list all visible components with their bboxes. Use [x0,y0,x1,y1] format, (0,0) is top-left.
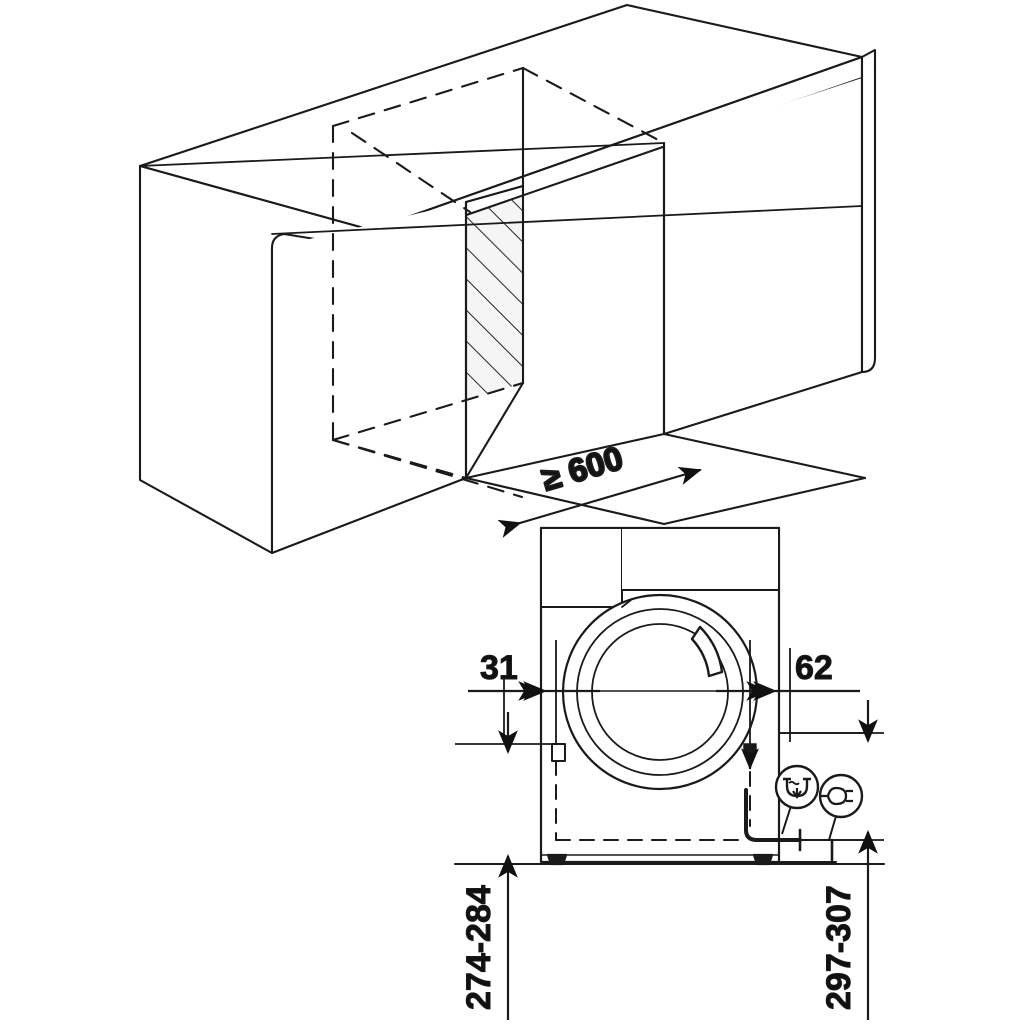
cabinet-right-side [860,64,877,374]
vertical-dimensions: 274-284 297-307 [455,700,884,1020]
hidden-edges-group [331,66,666,499]
hose-routing-dashed [555,760,751,841]
isometric-cabinet-view: ≥ 600 [138,3,877,555]
hatch-panel-bottom-front [464,381,525,480]
foot-left [546,853,568,866]
hidden-top-right-diagonal [521,66,666,145]
water-icon-leader [781,805,792,835]
dimension-297-307-label: 297-307 [820,885,858,1010]
water-icon-circle [774,764,820,810]
plug-icon-body [826,786,848,806]
plug-icon-circle [818,773,864,819]
drain-hose-outlet [744,788,802,842]
dimension-274-284-label: 274-284 [460,885,498,1010]
detergent-drawer [540,527,623,608]
horizontal-dimensions: 31 62 [468,640,860,744]
dimension-62-label: 62 [795,649,833,687]
left-connector-bracket [551,743,566,762]
plug-icon-pins [846,789,853,803]
hidden-panel-top [331,66,525,128]
dimension-31-label: 31 [480,649,518,687]
water-drain-icon [774,764,820,835]
hidden-inner-diagonal [350,131,472,214]
plug-icon-leader [828,815,837,841]
hidden-panel-bottom [331,381,525,442]
control-panel [621,527,780,591]
drawer-door-tick [621,599,632,608]
interior-back-top-line [139,142,665,167]
power-plug-icon [818,773,864,841]
connection-icons [774,764,864,841]
interior-back-lower-line [271,205,863,235]
front-elevation-view [454,526,885,866]
foot-right [752,853,774,866]
drain-hose-clip [743,743,757,753]
water-icon-down-arrow [792,788,802,799]
door-handle-recess [690,625,724,678]
interior-edge-link [465,185,524,203]
hidden-floor-diagonal [331,438,524,499]
dimension-niche-depth-line [497,466,702,538]
water-icon-wave [788,780,800,786]
niche-floor-back-right [662,432,867,480]
